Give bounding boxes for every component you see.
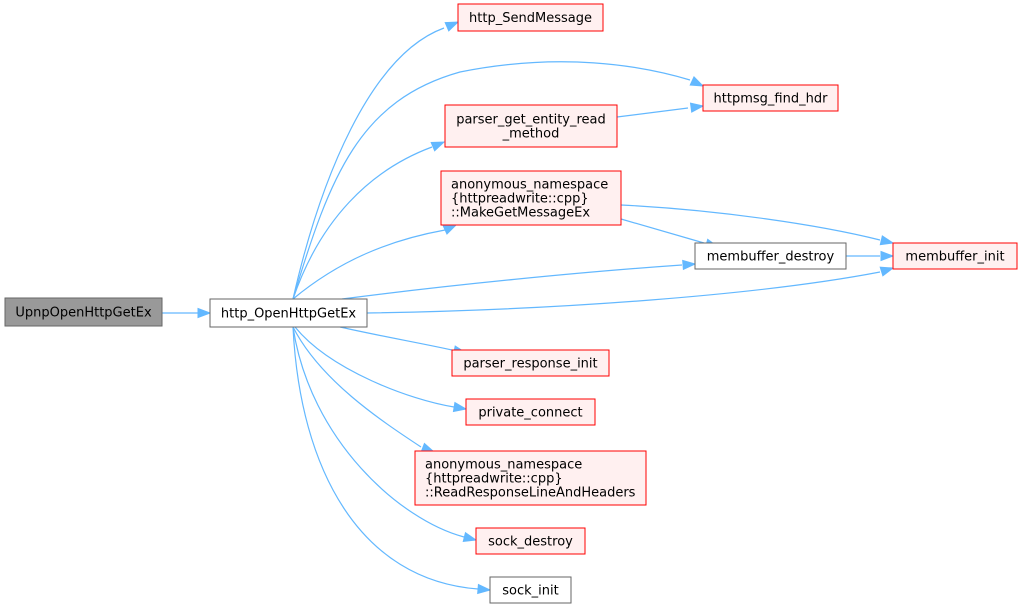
node-read-response-line-and-headers[interactable]: anonymous_namespace{httpreadwrite::cpp}:… [414, 450, 647, 506]
edge-upnp_open_http_get_ex-to-http_open_http_get_ex [162, 307, 212, 319]
edge-arrowhead [879, 235, 895, 246]
node-sock-destroy[interactable]: sock_destroy [475, 527, 586, 555]
edge-line [292, 27, 445, 300]
node-label-line: http_OpenHttpGetEx [221, 307, 357, 322]
edge-line [292, 146, 433, 300]
edge-arrowhead [477, 583, 492, 595]
edge-http_open_http_get_ex-to-private_connect [294, 326, 468, 413]
node-label-line: parser_response_init [463, 357, 597, 372]
edge-line [292, 229, 446, 300]
node-label-line: sock_destroy [488, 535, 573, 550]
node-label-line: membuffer_init [905, 250, 1004, 265]
edge-arrowhead [444, 21, 460, 32]
node-label-line: private_connect [478, 406, 582, 421]
edge-arrowhead [462, 531, 478, 543]
node-box[interactable] [475, 527, 586, 555]
node-label-line: sock_init [502, 584, 558, 599]
edge-arrowhead [689, 76, 705, 87]
node-membuffer-destroy[interactable]: membuffer_destroy [694, 242, 847, 270]
node-private-connect[interactable]: private_connect [465, 398, 596, 426]
edge-line [339, 326, 453, 351]
node-box[interactable] [457, 3, 604, 32]
node-http-send-message[interactable]: http_SendMessage [457, 3, 604, 32]
node-box[interactable] [440, 170, 622, 226]
node-label-line: _method [502, 127, 560, 142]
edge-http_open_http_get_ex-to-parser_response_init [339, 326, 468, 356]
edge-arrowhead [682, 259, 697, 271]
edge-http_open_http_get_ex-to-httpmsg_find_hdr [292, 61, 705, 300]
edge-http_open_http_get_ex-to-sock_init [292, 326, 492, 595]
node-box[interactable] [444, 104, 618, 148]
edge-parser_get_entity_read_method-to-httpmsg_find_hdr [616, 102, 705, 118]
node-label-line: membuffer_destroy [707, 250, 835, 265]
node-label-line: http_SendMessage [469, 11, 592, 26]
edge-line [292, 326, 465, 538]
nodes-layer: UpnpOpenHttpGetEx http_OpenHttpGetEx http_… [4, 3, 1018, 604]
node-label-line: ::MakeGetMessageEx [451, 206, 590, 221]
edge-arrowhead [430, 141, 446, 152]
edge-make_get_message_ex-to-membuffer_init [620, 204, 895, 246]
edge-line [292, 61, 691, 300]
node-sock-init[interactable]: sock_init [489, 576, 572, 604]
edge-arrowhead [880, 250, 895, 262]
edge-arrowhead [197, 307, 212, 319]
node-box[interactable] [694, 242, 847, 270]
edge-http_open_http_get_ex-to-sock_destroy [292, 326, 478, 543]
node-label-line: {httpreadwrite::cpp} [425, 472, 563, 487]
node-parser-response-init[interactable]: parser_response_init [451, 349, 610, 377]
node-box[interactable] [209, 298, 368, 328]
node-box[interactable] [4, 297, 163, 327]
edge-line [292, 326, 479, 590]
node-label-line: parser_get_entity_read [456, 113, 606, 128]
node-upnp-open-http-get-ex[interactable]: UpnpOpenHttpGetEx [4, 297, 163, 327]
node-box[interactable] [489, 576, 572, 604]
node-box[interactable] [451, 349, 610, 377]
edge-line [620, 218, 705, 244]
node-box[interactable] [702, 84, 839, 112]
node-box[interactable] [414, 450, 647, 506]
edge-line [620, 204, 881, 241]
node-label-line: httpmsg_find_hdr [714, 92, 829, 107]
edge-http_open_http_get_ex-to-membuffer_init [366, 266, 895, 314]
node-make-get-message-ex[interactable]: anonymous_namespace{httpreadwrite::cpp}:… [440, 170, 622, 226]
edge-line [366, 271, 881, 314]
node-membuffer-init[interactable]: membuffer_init [892, 242, 1018, 270]
edge-membuffer_destroy-to-membuffer_init [846, 250, 895, 262]
edge-arrowhead [879, 266, 895, 277]
node-httpmsg-find-hdr[interactable]: httpmsg_find_hdr [702, 84, 839, 112]
node-label-line: ::ReadResponseLineAndHeaders [425, 486, 636, 501]
edge-line [294, 326, 455, 408]
edge-arrowhead [689, 102, 705, 113]
node-label-line: anonymous_namespace [451, 178, 608, 193]
node-label-line: UpnpOpenHttpGetEx [15, 306, 152, 321]
edge-line [292, 326, 422, 448]
edge-http_open_http_get_ex-to-membuffer_destroy [341, 259, 697, 300]
edge-line [616, 107, 689, 118]
node-label-line: anonymous_namespace [425, 458, 582, 473]
node-box[interactable] [465, 398, 596, 426]
edge-http_open_http_get_ex-to-parser_get_entity_read_method [292, 141, 446, 300]
node-box[interactable] [892, 242, 1018, 270]
edge-line [341, 264, 683, 300]
edge-arrowhead [452, 401, 468, 413]
node-http-open-http-get-ex[interactable]: http_OpenHttpGetEx [209, 298, 368, 328]
edge-http_open_http_get_ex-to-http_send_message [292, 21, 460, 300]
node-parser-get-entity-read-method[interactable]: parser_get_entity_read_method [444, 104, 618, 148]
edge-arrowhead [442, 224, 458, 235]
node-label-line: {httpreadwrite::cpp} [451, 192, 589, 207]
